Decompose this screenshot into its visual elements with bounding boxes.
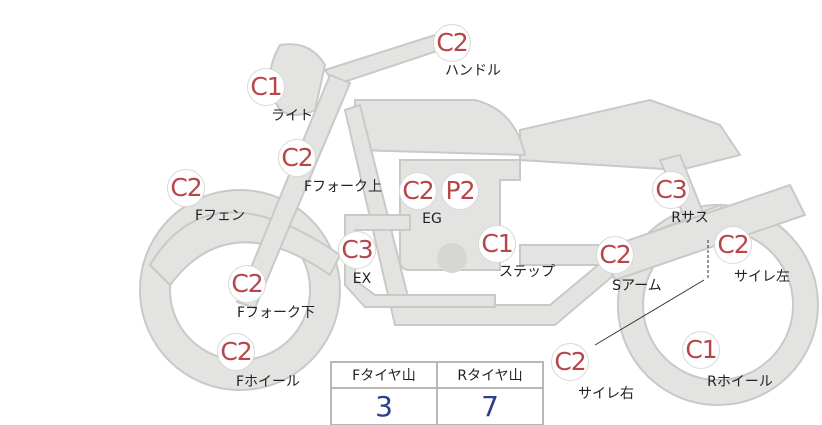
swingarm-label: Sアーム [612,278,662,294]
rwheel-label: Rホイール [707,374,773,390]
fwheel-grade-badge[interactable]: C2 [217,333,255,371]
muffler-right-label: サイレ右 [578,386,634,402]
ffork-lower-grade-badge[interactable]: C2 [228,265,266,303]
fwheel-label: Fホイール [235,374,301,390]
ffork-upper-grade-badge[interactable]: C2 [278,139,316,177]
ffender-grade-badge[interactable]: C2 [167,169,205,207]
rear-fender-seat [519,98,742,172]
muffler-left-label: サイレ左 [734,269,790,285]
step-grade-badge[interactable]: C1 [478,225,516,263]
front-fender [148,211,342,287]
muffler-right-grade-badge[interactable]: C2 [551,343,589,381]
muffler-left-grade-badge[interactable]: C2 [714,226,752,264]
swingarm-grade-badge[interactable]: C2 [596,236,634,274]
front-tire-header: Fタイヤ山 [330,361,438,389]
rear-tire-value: 7 [436,387,544,425]
muffler-right-leader-line [594,279,705,346]
rwheel-grade-badge[interactable]: C1 [682,331,720,369]
tank [354,99,527,157]
rsus-label: Rサス [671,210,709,226]
eg-c-grade-badge[interactable]: C2 [399,172,437,210]
light-grade-badge[interactable]: C1 [247,68,285,106]
ffender-label: Fフェン [194,208,246,224]
exhaust [344,214,496,308]
ffork-upper-label: Fフォーク上 [303,179,383,195]
ex-grade-badge[interactable]: C3 [338,231,376,269]
light-label: ライト [271,108,313,124]
step-label: ステップ [499,264,555,280]
front-tire-value: 3 [330,387,438,425]
ex-label: EX [352,271,372,287]
engine-cover [437,243,467,273]
eg-c-label: EG [422,211,442,227]
ffork-lower-label: Fフォーク下 [236,305,316,321]
rear-tire-header: Rタイヤ山 [436,361,544,389]
eg-p-grade-badge[interactable]: P2 [441,172,479,210]
rsus-grade-badge[interactable]: C3 [652,171,690,209]
front-fork [235,73,352,310]
handle-grade-badge[interactable]: C2 [433,24,471,62]
handle-label: ハンドル [445,63,501,79]
